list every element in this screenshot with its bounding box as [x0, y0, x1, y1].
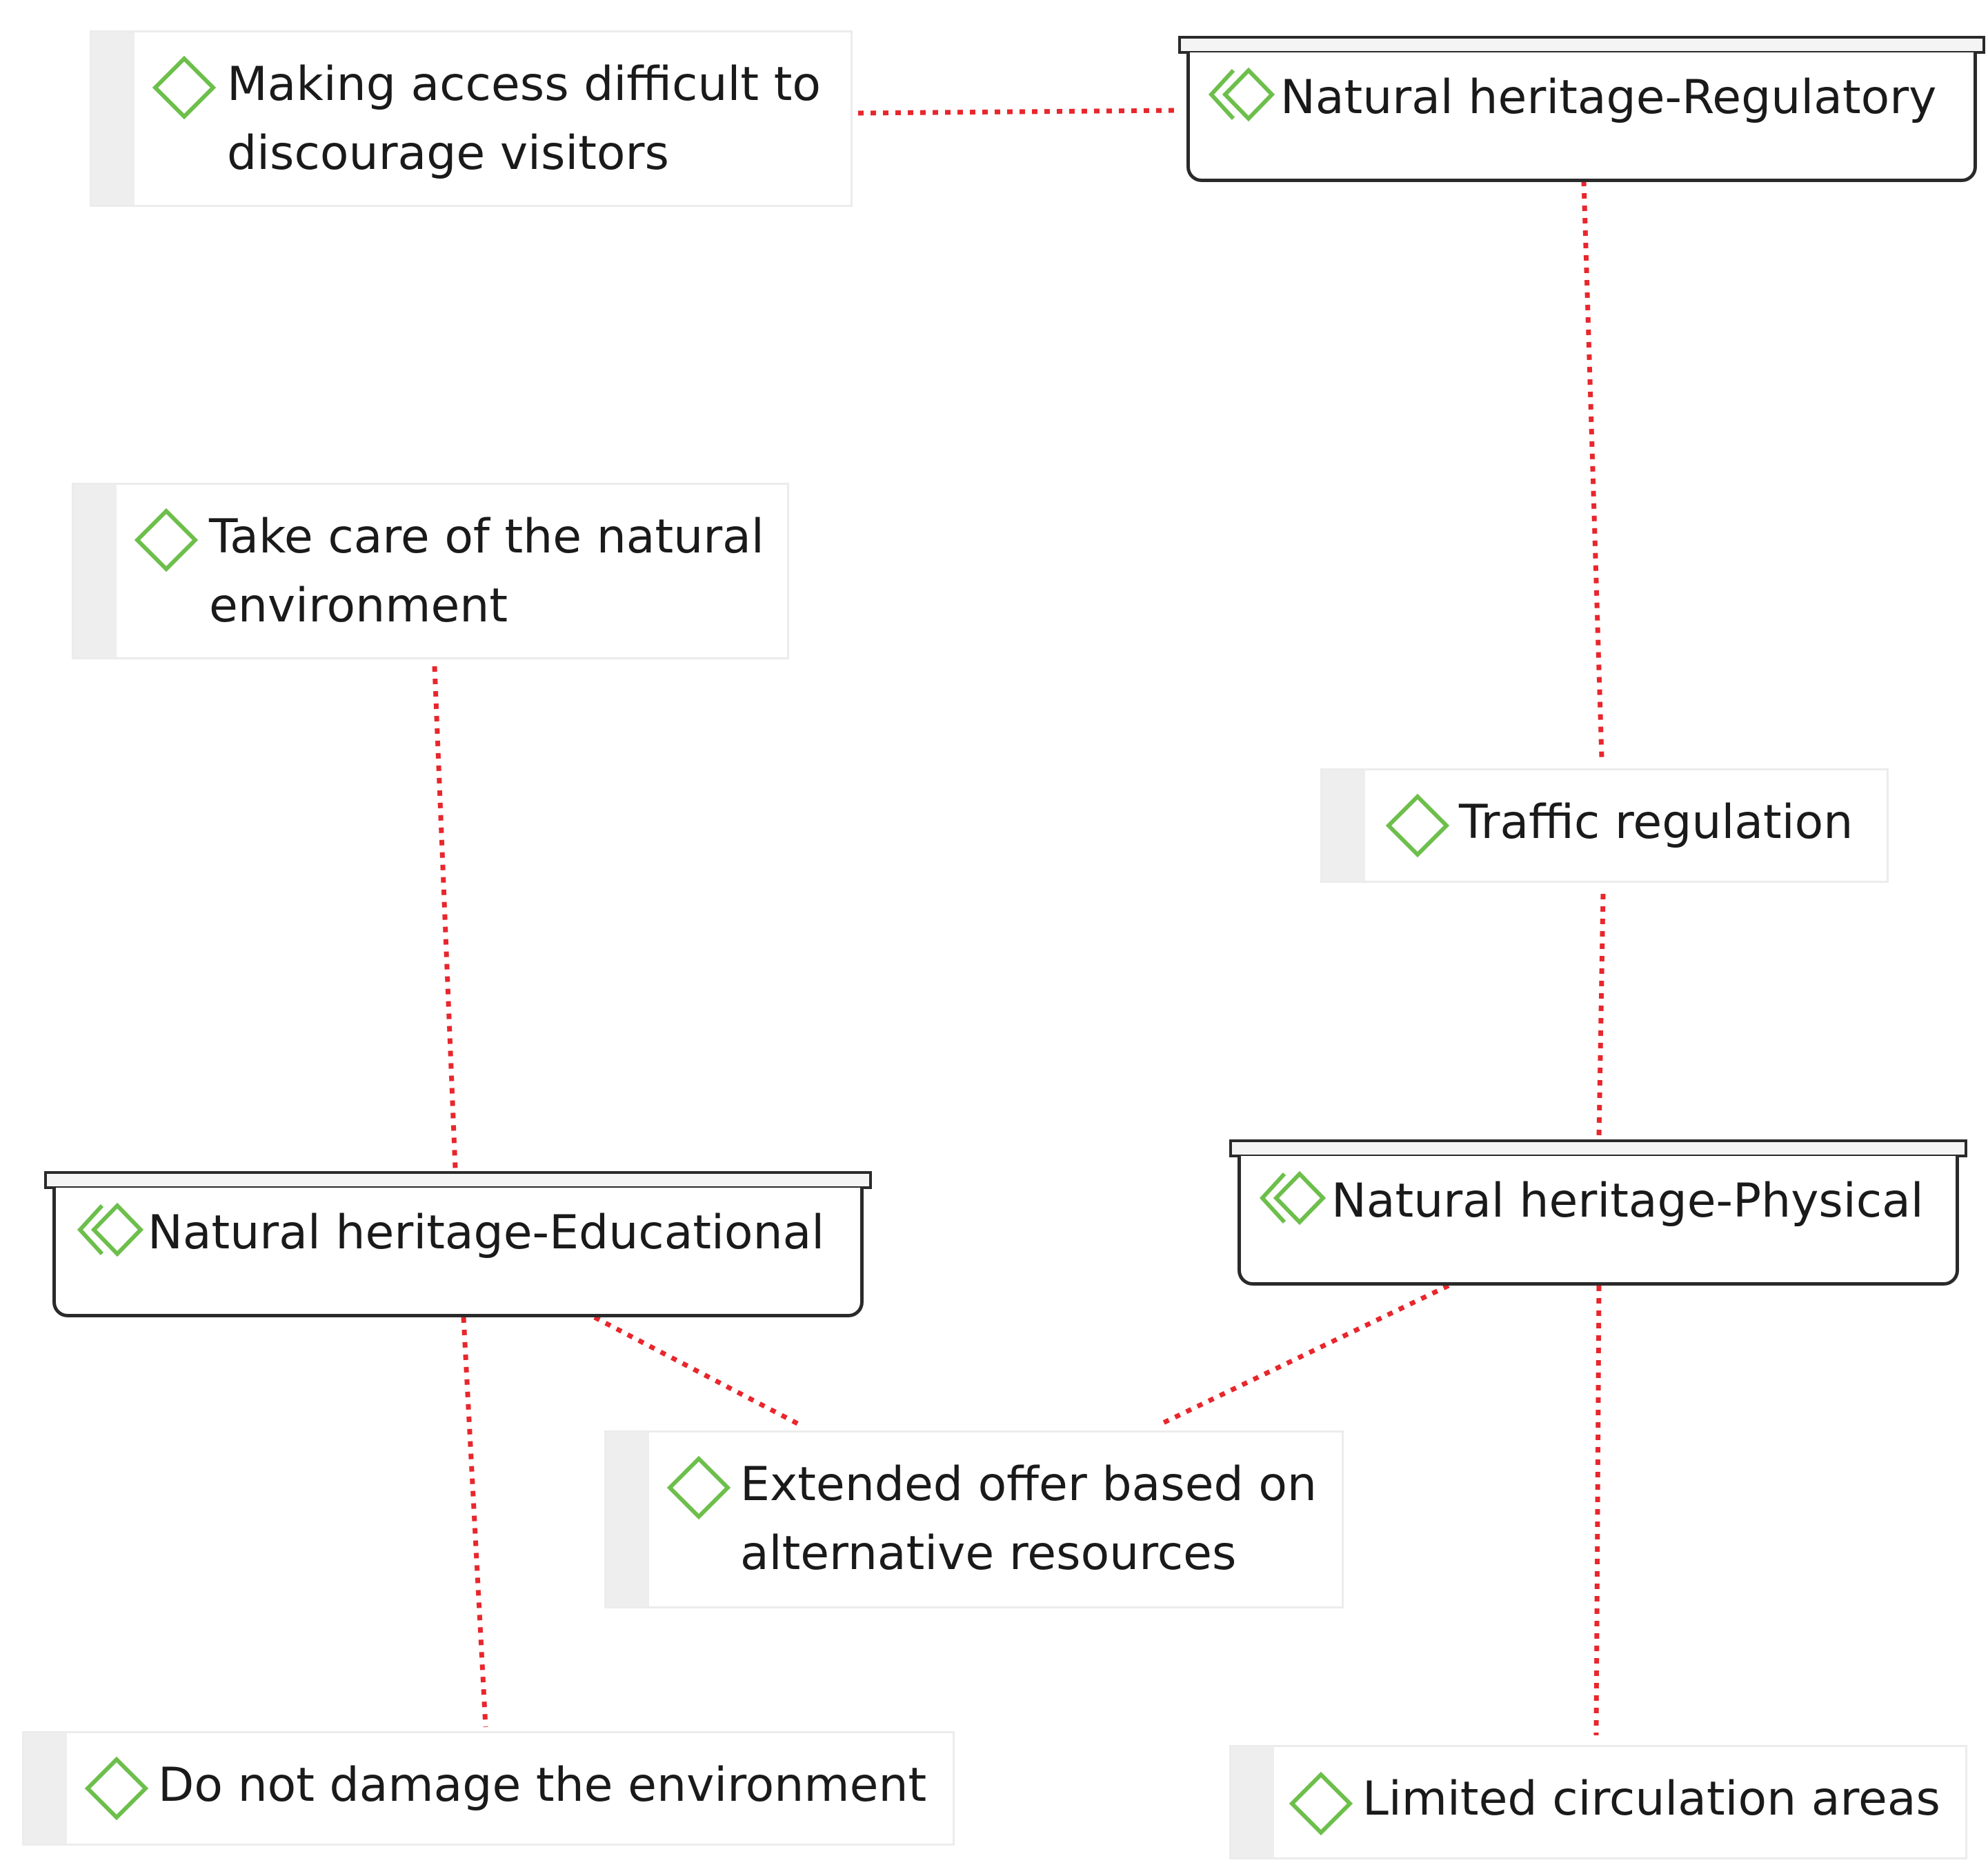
diamond-icon	[134, 508, 199, 572]
double-diamond-icon	[77, 1202, 144, 1257]
diamond-icon	[1385, 793, 1450, 858]
set-tab	[1229, 1139, 1967, 1157]
node-strip	[74, 485, 117, 657]
node-strip	[1322, 770, 1365, 881]
node-strip	[1231, 1747, 1274, 1857]
set-box	[1186, 52, 1977, 182]
link-educational-donotdamage	[461, 1317, 488, 1728]
diamond-icon	[666, 1455, 731, 1520]
set-label: Natural heritage-Physical	[1331, 1174, 1924, 1228]
link-physical-extended	[1157, 1283, 1450, 1428]
set-label: Natural heritage-Educational	[148, 1206, 825, 1260]
set-tab	[44, 1171, 872, 1189]
set-box	[1237, 1156, 1959, 1286]
code-node-take-care[interactable]: Take care of the natural environment	[72, 483, 789, 659]
link-regulatory-traffic	[1581, 180, 1604, 758]
code-label: Extended offer based on alternative reso…	[740, 1457, 1318, 1581]
link-access-regulatory	[857, 108, 1177, 116]
node-strip	[606, 1433, 649, 1606]
link-physical-limited	[1593, 1285, 1602, 1736]
link-takecare-educational	[432, 666, 458, 1169]
node-strip	[92, 32, 135, 205]
code-node-making-access[interactable]: Making access difficult to discourage vi…	[90, 30, 853, 207]
double-diamond-icon	[1259, 1170, 1326, 1226]
code-label: Traffic regulation	[1459, 795, 1853, 850]
code-label: Making access difficult to discourage vi…	[227, 57, 821, 181]
code-node-traffic-regulation[interactable]: Traffic regulation	[1320, 768, 1889, 883]
diamond-icon	[84, 1756, 149, 1821]
code-node-limited-circulation[interactable]: Limited circulation areas	[1229, 1745, 1967, 1859]
link-traffic-physical	[1596, 893, 1606, 1139]
node-strip	[24, 1733, 67, 1844]
code-label: Limited circulation areas	[1362, 1772, 1940, 1826]
set-tab	[1178, 36, 1985, 54]
code-node-do-not-damage[interactable]: Do not damage the environment	[22, 1731, 955, 1846]
code-label: Take care of the natural environment	[209, 510, 764, 633]
link-educational-extended	[593, 1315, 802, 1428]
code-label: Do not damage the environment	[158, 1758, 927, 1813]
diamond-icon	[1289, 1771, 1353, 1836]
set-node-educational[interactable]: Natural heritage-Educational	[44, 1171, 872, 1317]
set-label: Natural heritage-Regulatory	[1280, 70, 1937, 125]
set-node-physical[interactable]: Natural heritage-Physical	[1229, 1139, 1967, 1286]
diamond-icon	[152, 55, 217, 120]
set-node-regulatory[interactable]: Natural heritage-Regulatory	[1178, 36, 1985, 182]
double-diamond-icon	[1208, 67, 1275, 122]
set-box	[52, 1188, 864, 1317]
code-node-extended-offer[interactable]: Extended offer based on alternative reso…	[604, 1430, 1344, 1608]
